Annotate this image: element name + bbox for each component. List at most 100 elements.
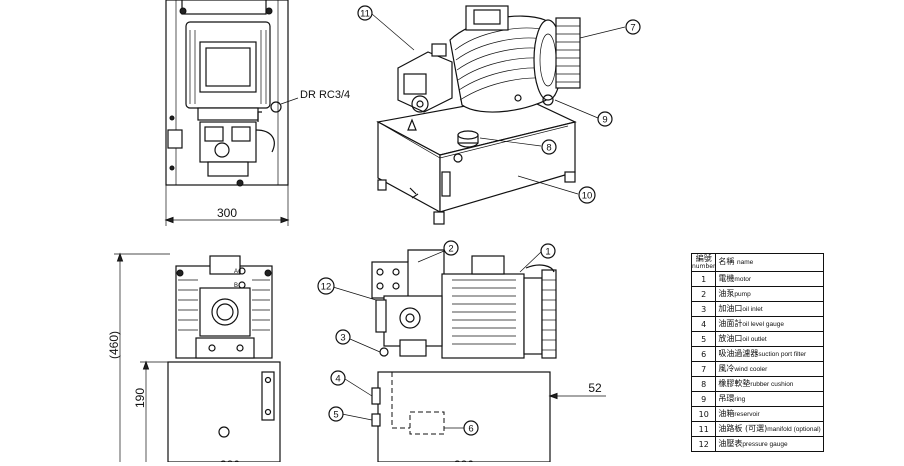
- part-name-en: suction port filter: [758, 351, 807, 358]
- svg-text:4: 4: [335, 374, 340, 385]
- parts-table-header: 編號 number 名稱 name: [690, 253, 824, 272]
- part-number: 2: [690, 286, 717, 302]
- part-name-en: reservoir: [734, 411, 760, 418]
- part-name-zh: 吊環: [718, 394, 735, 403]
- part-name-en: oil level gauge: [742, 321, 784, 328]
- part-name-zh: 油泵: [718, 289, 735, 298]
- header-name-en: name: [736, 259, 754, 266]
- part-name-en: pump: [734, 291, 751, 298]
- part-name: 油路板 (可選)manifold (optional): [715, 421, 824, 437]
- svg-text:11: 11: [360, 9, 370, 20]
- part-name: 風冷wind cooler: [715, 361, 824, 377]
- svg-text:12: 12: [321, 282, 332, 293]
- part-name-en: oil outlet: [742, 336, 767, 343]
- drain-label: DR RC3/4: [300, 89, 350, 101]
- svg-text:5: 5: [333, 410, 338, 421]
- callout-3: 3: [335, 329, 351, 345]
- top-view: DR RC3/4 300: [164, 0, 350, 226]
- part-name: 油面計oil level gauge: [715, 316, 824, 332]
- callout-11: 11: [357, 5, 373, 21]
- part-number: 9: [690, 391, 717, 407]
- part-name: 橡膠軟墊rubber cushion: [715, 376, 824, 392]
- part-name: 吸油過濾器suction port filter: [715, 346, 824, 362]
- part-number: 6: [690, 346, 717, 362]
- dim-top-width: 300: [217, 206, 237, 220]
- part-name-zh: 放油口: [718, 334, 743, 343]
- header-num-en: number: [692, 262, 716, 270]
- svg-text:7: 7: [630, 23, 635, 34]
- part-number: 8: [690, 376, 717, 392]
- part-name-en: wind cooler: [734, 366, 768, 373]
- part-name: 油泵pump: [715, 286, 824, 302]
- part-name-zh: 油面計: [718, 319, 743, 328]
- svg-text:B: B: [234, 283, 238, 289]
- svg-text:1: 1: [545, 247, 550, 258]
- part-name-zh: 電機: [718, 274, 735, 283]
- part-number: 4: [690, 316, 717, 332]
- svg-text:8: 8: [546, 143, 551, 154]
- svg-text:3: 3: [340, 333, 345, 344]
- callout-12: 12: [317, 277, 335, 295]
- isometric-view: 11 7 9 8 10: [357, 5, 641, 225]
- svg-text:10: 10: [582, 191, 593, 202]
- part-name: 油箱reservoir: [715, 406, 824, 422]
- part-name-zh: 吸油過濾器: [718, 349, 759, 358]
- callout-9: 9: [597, 111, 613, 127]
- part-name-zh: 油路板 (可選): [718, 424, 768, 433]
- dim-bottom-left-width: 380: [220, 458, 240, 462]
- part-name-zh: 油壓表: [718, 439, 743, 448]
- part-name: 放油口oil outlet: [715, 331, 824, 347]
- part-name: 油壓表pressure gauge: [715, 436, 824, 452]
- callout-7: 7: [625, 19, 641, 35]
- callout-2: 2: [443, 240, 459, 256]
- header-num-zh: 編號: [695, 253, 712, 263]
- svg-text:A: A: [234, 269, 238, 275]
- part-number: 1: [690, 271, 717, 287]
- part-name: 電機motor: [715, 271, 824, 287]
- part-name: 吊環ring: [715, 391, 824, 407]
- part-name: 加油口oil inlet: [715, 301, 824, 317]
- header-name-zh: 名稱: [718, 257, 735, 266]
- callout-8: 8: [541, 139, 557, 155]
- part-name-en: rubber cushion: [750, 381, 794, 388]
- part-name-en: pressure gauge: [742, 441, 788, 448]
- dim-total-height: (460): [107, 331, 121, 359]
- part-name-zh: 油箱: [718, 409, 735, 418]
- dim-bottom-center-width: 380: [454, 458, 474, 462]
- front-view: 52 380 1 2 12 3 4 5 6: [317, 240, 606, 466]
- part-name-en: motor: [734, 276, 752, 283]
- part-number: 7: [690, 361, 717, 377]
- part-name-zh: 橡膠軟墊: [718, 379, 751, 388]
- svg-text:2: 2: [448, 244, 453, 255]
- side-view: AB (460) 190 380: [107, 252, 281, 466]
- callout-6: 6: [463, 420, 479, 436]
- callout-4: 4: [330, 370, 346, 386]
- callout-5: 5: [328, 406, 344, 422]
- part-name-en: oil inlet: [742, 306, 763, 313]
- part-number: 12: [690, 436, 717, 452]
- part-name-en: manifold (optional): [767, 426, 821, 433]
- callout-1: 1: [540, 243, 556, 259]
- part-number: 5: [690, 331, 717, 347]
- part-name-en: ring: [734, 396, 746, 403]
- dim-side-offset: 52: [588, 381, 602, 395]
- part-number: 3: [690, 301, 717, 317]
- callout-10: 10: [578, 186, 596, 204]
- part-number: 11: [690, 421, 717, 437]
- part-name-zh: 加油口: [718, 304, 743, 313]
- part-name-zh: 風冷: [718, 364, 735, 373]
- svg-text:6: 6: [468, 424, 473, 435]
